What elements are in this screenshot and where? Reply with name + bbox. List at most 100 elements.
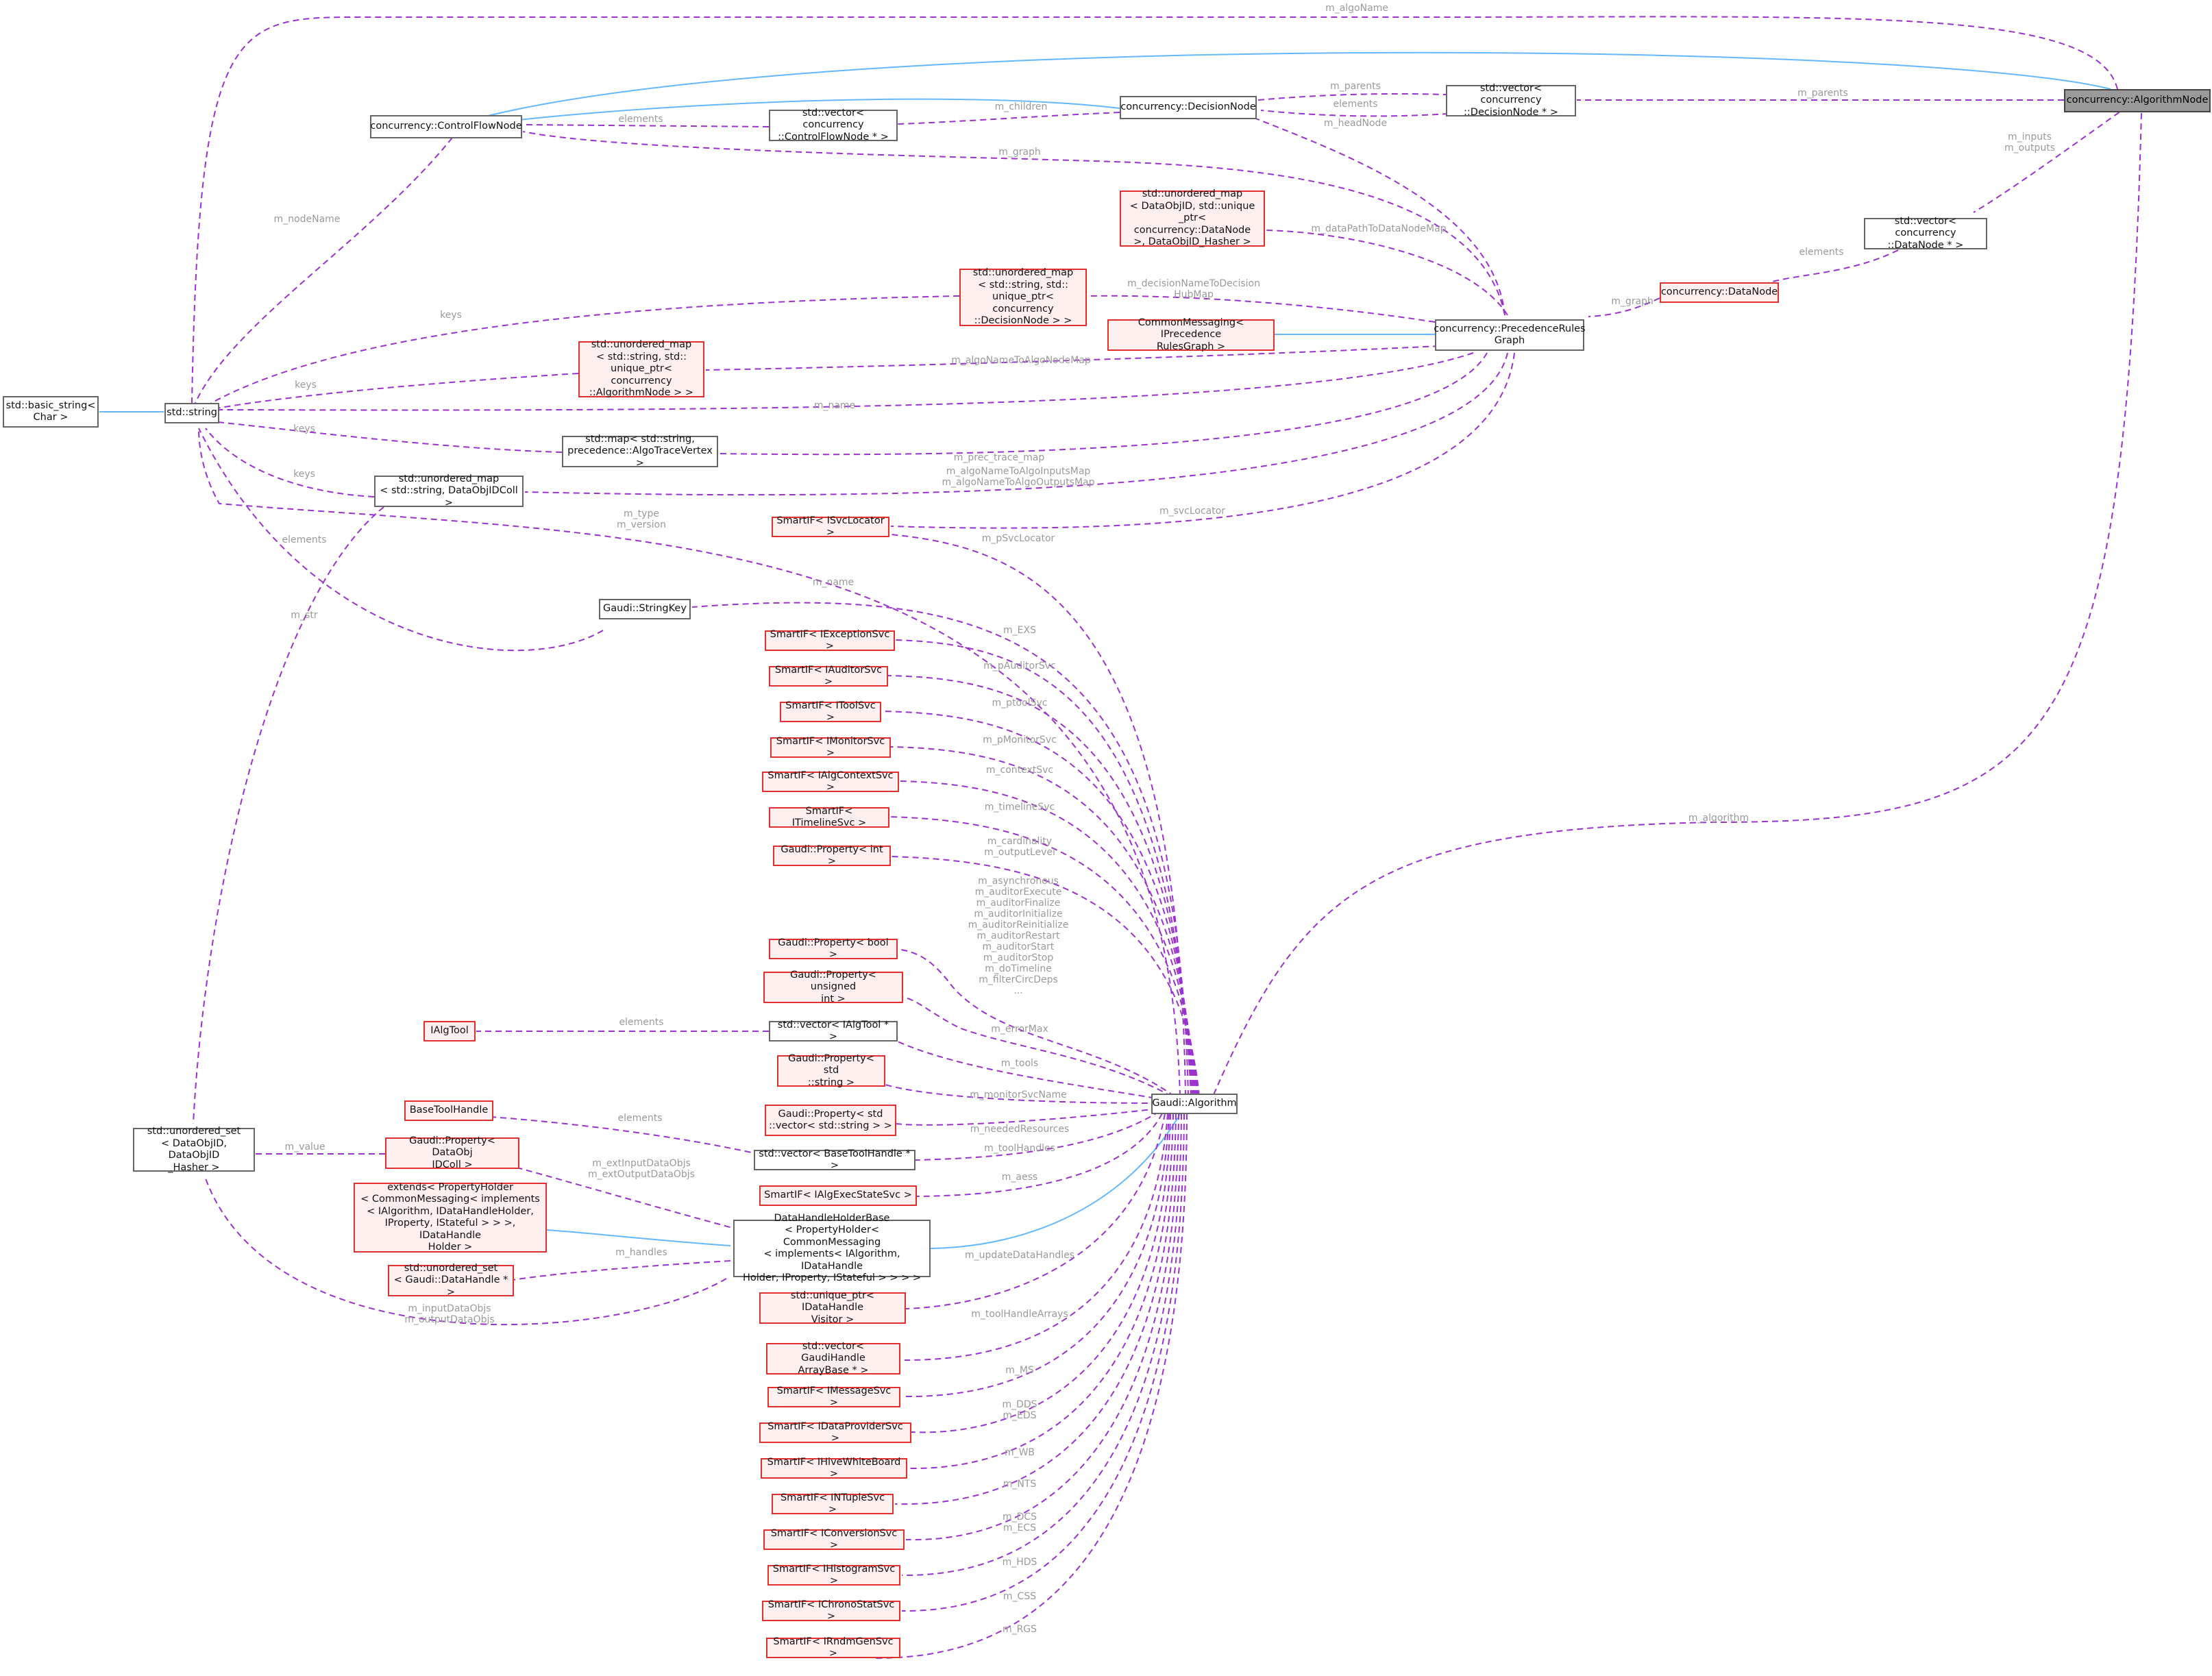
edge-str [198, 428, 604, 652]
node-map-algotracevertex[interactable]: std::map< std::string, precedence::AlgoT… [562, 434, 718, 469]
node-property-vector-string[interactable]: Gaudi::Property< std ::vector< std::stri… [765, 1105, 896, 1136]
node-smartif-itimelinesvc[interactable]: SmartIF< ITimelineSvc > [769, 806, 889, 828]
edge-name-alg [691, 602, 1189, 1097]
edge-elements-decision [1260, 110, 1449, 117]
edge-hds [901, 1113, 1182, 1577]
node-smartif-irndmgensvc[interactable]: SmartIF< IRndmGenSvc > [766, 1636, 900, 1659]
node-smartif-ichronostatsvc[interactable]: SmartIF< IChronoStatSvc > [762, 1599, 900, 1622]
node-smartif-ialgcontextsvc[interactable]: SmartIF< IAlgContextSvc > [762, 770, 899, 793]
edge-extinout [519, 1168, 741, 1231]
node-umap-dataobjidcoll[interactable]: std::unordered_map < std::string, DataOb… [374, 473, 524, 508]
edge-graph-datanode [1588, 297, 1660, 317]
inherit-edge-algorithm-dhhb [930, 1104, 1186, 1249]
edge-algorithm-ref [1212, 112, 2142, 1097]
edge-svclocator [890, 352, 1515, 529]
node-ialgtool[interactable]: IAlgTool [423, 1021, 476, 1042]
edge-aess [916, 1113, 1163, 1197]
edge-parents-decision [1257, 93, 1447, 101]
node-property-unsigned[interactable]: Gaudi::Property< unsigned int > [763, 970, 903, 1005]
node-smartif-ialgexecstatesvc[interactable]: SmartIF< IAlgExecStateSvc > [759, 1185, 917, 1206]
edge-contextsvc [898, 780, 1197, 1097]
node-smartif-intuplesvc[interactable]: SmartIF< INTupleSvc > [772, 1492, 894, 1515]
node-smartif-iconversionsvc[interactable]: SmartIF< IConversionSvc > [763, 1528, 905, 1551]
edge-monitorsvcname [885, 1084, 1159, 1104]
node-smartif-imessagesvc[interactable]: SmartIF< IMessageSvc > [767, 1385, 900, 1408]
edge-inoutdataobjs [205, 1178, 727, 1326]
node-umap-datanode[interactable]: std::unordered_map < DataObjID, std::uni… [1120, 188, 1265, 247]
edge-pauditor [887, 675, 1193, 1097]
node-uset-datahandle[interactable]: std::unordered_set < Gaudi::DataHandle *… [388, 1263, 514, 1298]
node-std-string[interactable]: std::string [164, 403, 219, 423]
node-basic-string[interactable]: std::basic_string< Char > [3, 396, 99, 428]
edge-decisionname [1087, 295, 1436, 323]
edge-elements-datanode [1767, 249, 1899, 284]
edge-headnode [1246, 114, 1506, 316]
edge-keys-4 [205, 428, 375, 497]
edge-ms [901, 1113, 1170, 1398]
node-extends-propertyholder[interactable]: extends< PropertyHolder < CommonMessagin… [354, 1182, 547, 1253]
node-uset-dataobjid[interactable]: std::unordered_set < DataObjID, DataObjI… [133, 1126, 255, 1173]
node-algorithmnode[interactable]: concurrency::AlgorithmNode [2064, 89, 2211, 112]
node-basetoolhandle[interactable]: BaseToolHandle [404, 1100, 493, 1121]
node-datanode[interactable]: concurrency::DataNode [1660, 282, 1779, 303]
node-smartif-iexceptionsvc[interactable]: SmartIF< IExceptionSvc > [765, 629, 895, 652]
node-datahandleholderbase[interactable]: DataHandleHolderBase < PropertyHolder< C… [733, 1213, 931, 1283]
node-smartif-idataprovidersvc[interactable]: SmartIF< IDataProviderSvc > [759, 1421, 911, 1444]
edge-toolhandlearrays [904, 1113, 1168, 1361]
edge-type-version [198, 428, 1181, 1097]
edge-tools [897, 1041, 1166, 1100]
node-property-string[interactable]: Gaudi::Property< std ::string > [777, 1053, 885, 1088]
edge-updatedatahandles [905, 1113, 1166, 1309]
node-vector-arraybase[interactable]: std::vector< GaudiHandle ArrayBase * > [766, 1341, 900, 1376]
edge-nts [894, 1113, 1177, 1505]
node-precedencerulesgraph[interactable]: concurrency::PrecedenceRules Graph [1434, 319, 1586, 351]
edge-dds-eds [911, 1113, 1171, 1433]
edge-algoname [191, 16, 2118, 404]
node-vector-ialgtool[interactable]: std::vector< IAlgTool * > [769, 1020, 898, 1042]
node-controlflownode[interactable]: concurrency::ControlFlowNode [370, 115, 522, 138]
edge-inputs-outputs [1973, 106, 2128, 213]
node-vector-datanode[interactable]: std::vector< concurrency ::DataNode * > [1864, 216, 1987, 251]
edge-keys-1 [208, 295, 960, 405]
node-smartif-ihivewhiteboard[interactable]: SmartIF< IHiveWhiteBoard > [761, 1457, 907, 1479]
node-gaudi-algorithm[interactable]: Gaudi::Algorithm [1151, 1094, 1238, 1114]
edge-elements-idcoll [193, 506, 384, 1124]
edge-algoinout [524, 352, 1508, 496]
node-smartif-iauditorsvc[interactable]: SmartIF< IAuditorSvc > [769, 665, 888, 687]
edge-rgs [874, 1113, 1188, 1659]
node-smartif-itoolsvc[interactable]: SmartIF< IToolSvc > [780, 700, 881, 723]
node-property-dataobjidcoll[interactable]: Gaudi::Property< DataObj IDColl > [385, 1135, 519, 1170]
edge-handles [512, 1260, 731, 1281]
node-vector-controlflownode[interactable]: std::vector< concurrency ::ControlFlowNo… [769, 108, 898, 143]
edge-graph-cfn [522, 131, 1506, 316]
edge-psvclocator [890, 534, 1186, 1097]
node-smartif-ihistogramsvc[interactable]: SmartIF< IHistogramSvc > [767, 1564, 900, 1586]
edge-neededresources [896, 1108, 1159, 1126]
node-commonmessaging-iprecedence[interactable]: CommonMessaging< IPrecedence RulesGraph … [1107, 317, 1275, 352]
edge-css [901, 1113, 1185, 1612]
edge-exs [894, 639, 1192, 1097]
edge-errormax [902, 996, 1172, 1097]
edge-keys-2 [208, 373, 579, 410]
node-umap-decisionnode[interactable]: std::unordered_map < std::string, std:: … [959, 267, 1087, 326]
node-vector-basetoolhandle[interactable]: std::vector< BaseToolHandle * > [754, 1148, 915, 1171]
node-stringkey[interactable]: Gaudi::StringKey [599, 599, 691, 619]
node-property-int[interactable]: Gaudi::Property< int > [773, 844, 891, 867]
edge-wb [907, 1113, 1174, 1470]
node-decisionnode[interactable]: concurrency::DecisionNode [1120, 96, 1257, 119]
node-property-bool[interactable]: Gaudi::Property< bool > [769, 937, 898, 960]
node-vector-decisionnode[interactable]: std::vector< concurrency ::DecisionNode … [1446, 83, 1576, 118]
edge-prec-trace [719, 352, 1488, 456]
edge-bool-props [897, 948, 1175, 1097]
node-smartif-isvclocator[interactable]: SmartIF< ISvcLocator > [772, 515, 889, 538]
node-uniqueptr-visitor[interactable]: std::unique_ptr< IDataHandle Visitor > [759, 1290, 906, 1325]
inherit-edge-decision-cfn [477, 98, 1120, 125]
node-smartif-imonitorsvc[interactable]: SmartIF< IMonitorSvc > [770, 736, 891, 759]
inherit-edge-algnode-cfn [479, 51, 2111, 119]
edge-algonametoalgonode [705, 345, 1440, 371]
edge-children [897, 112, 1120, 125]
node-umap-algorithmnode[interactable]: std::unordered_map < std::string, std:: … [578, 339, 704, 398]
